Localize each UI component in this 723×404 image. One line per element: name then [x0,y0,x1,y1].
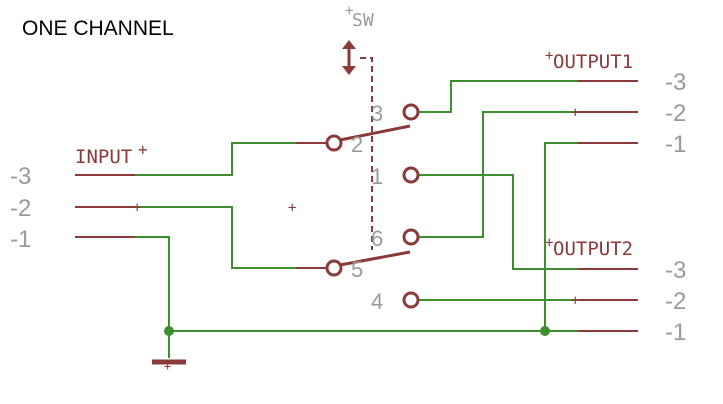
svg-text:+: + [133,200,141,216]
output1-label: OUTPUT1 [553,51,633,73]
dpdt-switch[interactable]: + SW 3 2 1 [296,3,420,314]
output1-pin-label: -1 [665,131,686,158]
switch-arm-lower [339,250,411,267]
svg-text:+: + [571,293,579,309]
wire-input3-sw2[interactable] [135,142,296,176]
switch-pin-number: 4 [371,289,383,314]
output2-connector: + OUTPUT2 + -3 -2 -1 [545,235,686,346]
input-label: INPUT [75,146,132,168]
wire-sw3-output1-3[interactable] [418,80,578,113]
diagram-title: ONE CHANNEL [22,17,174,40]
svg-text:+: + [571,105,579,121]
wire-sw1-output2-3[interactable] [418,174,578,270]
svg-text:+: + [545,235,553,251]
ground-symbol: + [152,359,186,373]
svg-text:+: + [345,3,353,19]
svg-text:+: + [138,140,148,159]
switch-pin-number: 2 [351,132,363,157]
input-pin-label: -2 [10,195,31,222]
switch-label: SW [352,10,374,31]
output2-label: OUTPUT2 [553,238,633,260]
svg-text:+: + [545,48,553,64]
wire-input1-ground[interactable] [135,236,170,331]
wires [135,80,578,358]
switch-pin-number: 5 [351,257,363,282]
switch-actuator-icon [342,40,356,75]
input-pin-label: -1 [10,226,31,253]
output1-pin-label: -3 [665,69,686,96]
junction-dot-right [540,326,550,336]
input-connector: INPUT + + -3 -2 -1 [10,140,148,253]
svg-text:+: + [164,359,171,373]
switch-pin-number: 3 [371,101,383,126]
output1-pin-label: -2 [665,100,686,127]
wire-input2-sw5[interactable] [135,206,296,269]
switch-mechanical-link [360,57,373,250]
origin-mark: + [288,200,296,216]
junction-dot-left [164,326,174,336]
output1-connector: + OUTPUT1 + -3 -2 -1 [545,48,686,158]
input-pin-label: -3 [10,163,31,190]
switch-pin-number: 6 [371,226,383,251]
output2-pin-label: -1 [665,319,686,346]
output2-pin-label: -2 [665,288,686,315]
switch-contacts [325,103,420,309]
switch-pin-number: 1 [371,164,383,189]
switch-arm-upper [339,124,411,142]
output2-pin-label: -3 [665,257,686,284]
